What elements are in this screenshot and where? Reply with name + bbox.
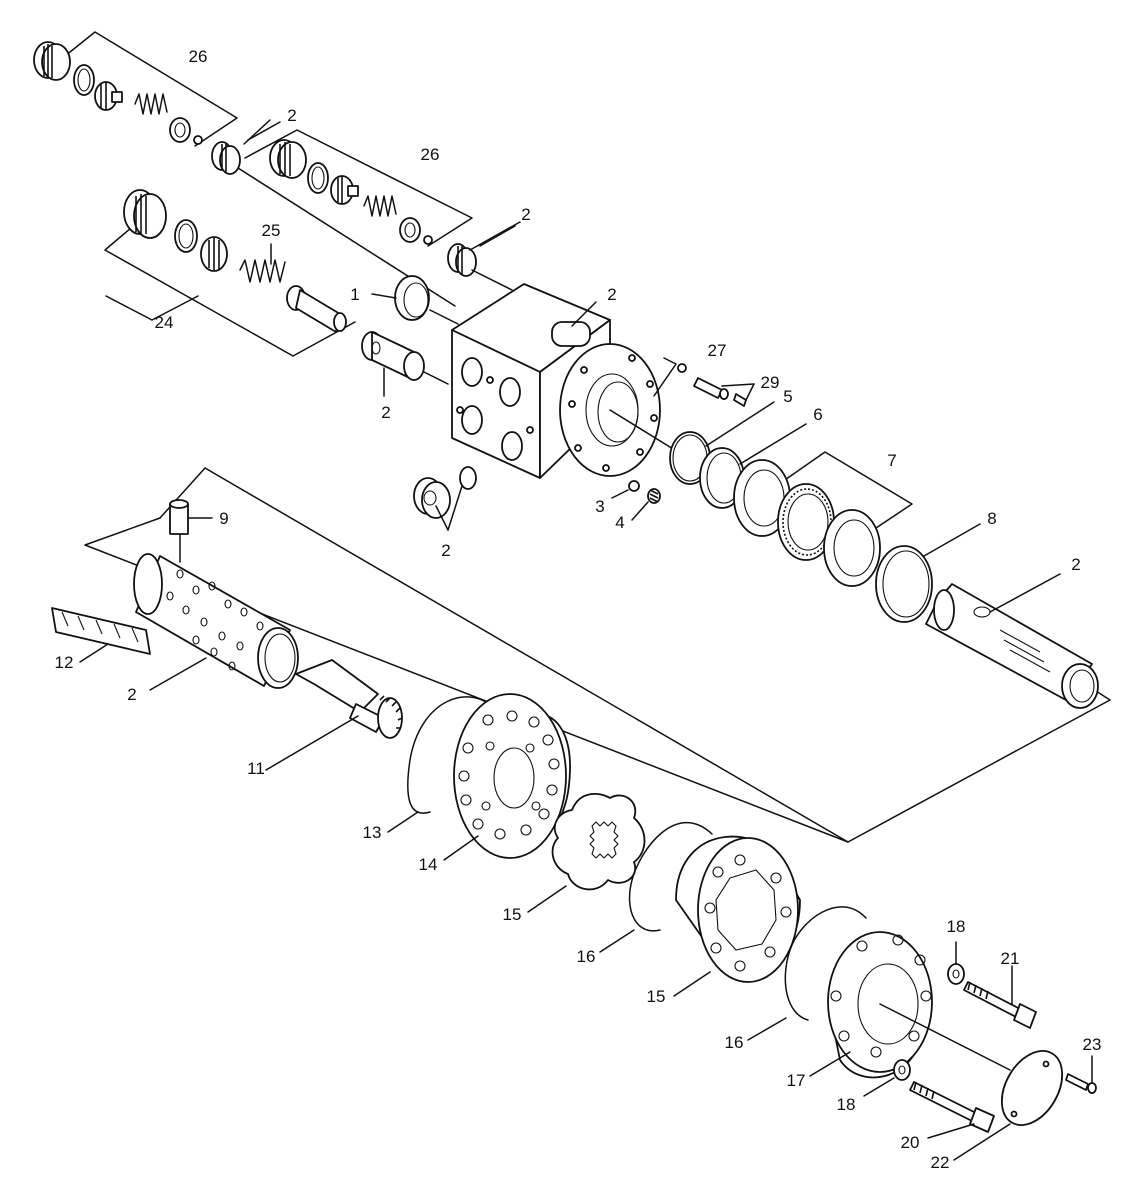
plug-threaded-26-mid bbox=[269, 139, 307, 179]
o-ring-24 bbox=[174, 219, 198, 253]
kit-outline-7 bbox=[781, 451, 913, 533]
callout-c2b: 2 bbox=[521, 205, 530, 224]
callout-c2e: 2 bbox=[441, 541, 450, 560]
callout-c21: 21 bbox=[1001, 949, 1020, 968]
plug-4 bbox=[647, 488, 661, 504]
needle-bearing-7 bbox=[777, 483, 835, 561]
centering-springs-12 bbox=[51, 607, 151, 655]
plug-2-mid bbox=[447, 243, 477, 277]
washer-18a bbox=[947, 963, 965, 985]
end-cap-17 bbox=[827, 931, 933, 1079]
gerotor-ring-15 bbox=[675, 835, 801, 983]
callout-c18b: 18 bbox=[837, 1095, 856, 1114]
spring-26-mid bbox=[363, 195, 397, 217]
o-ring-26-mid bbox=[307, 162, 329, 194]
gerotor-star-15 bbox=[551, 792, 646, 891]
kit-outline-26-mid bbox=[244, 129, 473, 247]
plug-threaded-24 bbox=[123, 189, 167, 239]
check-ball-27 bbox=[677, 363, 687, 373]
callout-c1: 1 bbox=[350, 285, 359, 304]
o-ring-16b bbox=[784, 906, 867, 1021]
pin-29 bbox=[693, 377, 747, 407]
callout-c4: 4 bbox=[615, 513, 624, 532]
callout-c5: 5 bbox=[783, 387, 792, 406]
callout-c2f: 2 bbox=[1071, 555, 1080, 574]
seat-26-mid bbox=[330, 175, 359, 205]
washer-7b bbox=[823, 509, 881, 587]
spring-25 bbox=[239, 259, 286, 283]
callout-c2g: 2 bbox=[127, 685, 136, 704]
callout-c25: 25 bbox=[262, 221, 281, 240]
callout-c2a: 2 bbox=[287, 106, 296, 125]
callout-c12: 12 bbox=[55, 653, 74, 672]
callout-c6: 6 bbox=[813, 405, 822, 424]
callout-c27: 27 bbox=[708, 341, 727, 360]
ball-26-top bbox=[193, 135, 203, 145]
plug-threaded-26-top bbox=[33, 41, 71, 81]
washer-18b bbox=[893, 1059, 911, 1081]
cover-plate-22 bbox=[1000, 1050, 1064, 1126]
callout-c2c: 2 bbox=[607, 285, 616, 304]
callout-c23: 23 bbox=[1083, 1035, 1102, 1054]
callout-c26b: 26 bbox=[421, 145, 440, 164]
callout-c26a: 26 bbox=[189, 47, 208, 66]
callout-c17: 17 bbox=[787, 1071, 806, 1090]
piston-26-top bbox=[169, 117, 191, 143]
kit-outline-24 bbox=[104, 221, 356, 357]
cardan-shaft-11 bbox=[295, 659, 403, 739]
sleeve-2-lower bbox=[133, 553, 299, 689]
bolt-21 bbox=[963, 981, 1037, 1029]
callout-c9: 9 bbox=[219, 509, 228, 528]
spring-26-top bbox=[134, 93, 168, 115]
seat-24 bbox=[200, 236, 228, 272]
sleeve-2 bbox=[361, 331, 425, 381]
o-ring-16a bbox=[628, 821, 713, 932]
ring-1 bbox=[394, 275, 430, 321]
callout-c14: 14 bbox=[419, 855, 438, 874]
kit-outline-26-top bbox=[59, 31, 238, 147]
callout-c24: 24 bbox=[155, 313, 174, 332]
piston-26-mid bbox=[399, 217, 421, 243]
callout-c3: 3 bbox=[595, 497, 604, 516]
bolt-20 bbox=[909, 1081, 995, 1133]
callout-c18a: 18 bbox=[947, 917, 966, 936]
valve-plate-14 bbox=[453, 693, 571, 859]
ball-3 bbox=[628, 480, 640, 492]
kit-outline-main bbox=[84, 467, 1111, 843]
callout-c13: 13 bbox=[363, 823, 382, 842]
spool-2 bbox=[925, 583, 1099, 709]
ring-8 bbox=[875, 545, 933, 623]
snap-ring-13 bbox=[407, 696, 499, 814]
ball-26-mid bbox=[423, 235, 433, 245]
o-ring-2-housing bbox=[459, 466, 477, 490]
callout-c11: 11 bbox=[247, 759, 265, 778]
screw-23 bbox=[1065, 1073, 1097, 1094]
poppet-24 bbox=[286, 285, 347, 333]
callout-c15a: 15 bbox=[503, 905, 522, 924]
plug-2-housing-bottom bbox=[413, 477, 451, 519]
seat-26-top bbox=[94, 81, 123, 111]
o-ring-26-top bbox=[73, 64, 95, 96]
callout-c22: 22 bbox=[931, 1153, 950, 1172]
plug-2-top bbox=[211, 141, 241, 175]
pin-9 bbox=[169, 499, 189, 535]
callout-c8: 8 bbox=[987, 509, 996, 528]
callout-c16b: 16 bbox=[725, 1033, 744, 1052]
callout-c7: 7 bbox=[887, 451, 896, 470]
valve-housing bbox=[451, 283, 661, 479]
callout-c2d: 2 bbox=[381, 403, 390, 422]
callout-c15b: 15 bbox=[647, 987, 666, 1006]
callout-c16a: 16 bbox=[577, 947, 596, 966]
callout-c20: 20 bbox=[901, 1133, 920, 1152]
callout-c29: 29 bbox=[761, 373, 780, 392]
